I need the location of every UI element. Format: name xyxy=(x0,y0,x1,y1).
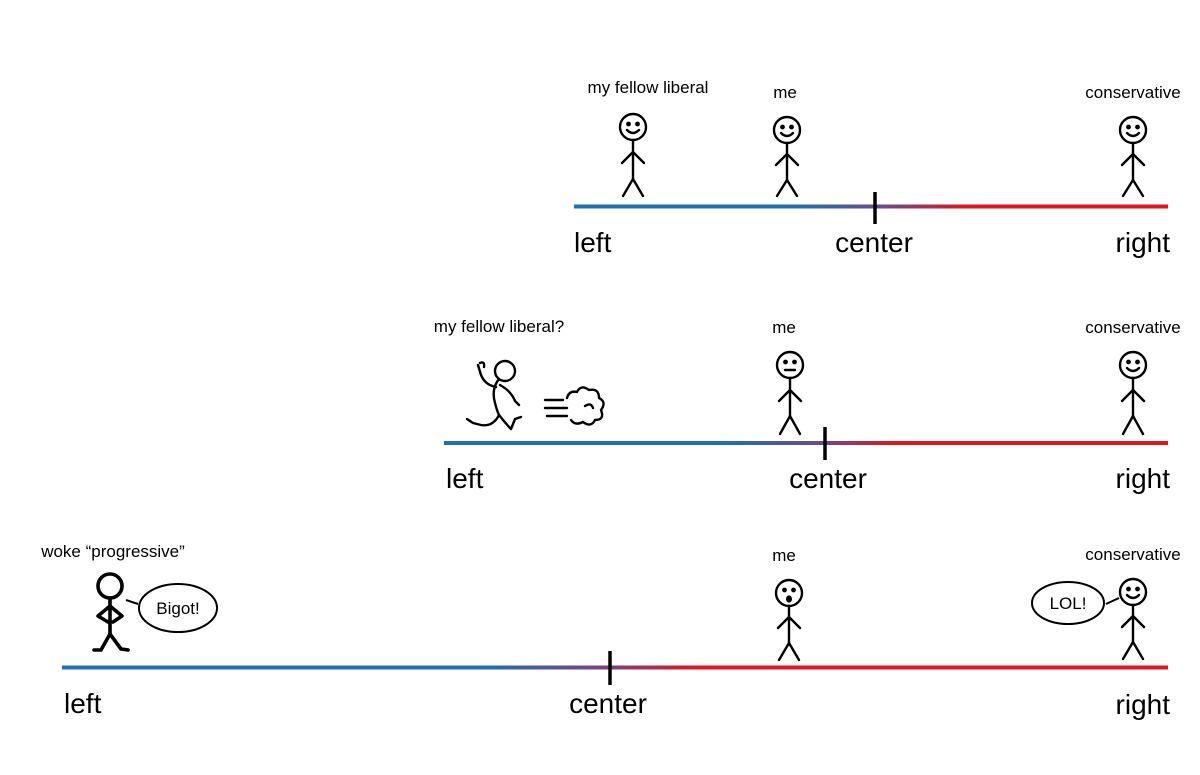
figure-label-conservative: conservative xyxy=(1085,318,1180,337)
axis-label-center: center xyxy=(569,688,647,719)
figure-label-conservative: conservative xyxy=(1085,545,1180,564)
smiling-stick-figure-icon xyxy=(1118,577,1148,661)
angry-stick-figure-icon xyxy=(92,572,130,652)
smiling-stick-figure-icon xyxy=(1118,350,1148,436)
speech-text-liberal: Bigot! xyxy=(156,599,199,618)
figure-label-me: me xyxy=(773,83,797,102)
scene-3: left center right woke “progressive” me … xyxy=(40,542,1181,720)
smiling-stick-figure-icon xyxy=(618,112,648,198)
axis-label-center: center xyxy=(835,227,913,258)
spectrum-line xyxy=(444,441,1168,445)
axis-label-right: right xyxy=(1116,463,1171,494)
figure-label-conservative: conservative xyxy=(1085,83,1180,102)
spectrum-line xyxy=(574,204,1168,209)
axis-label-left: left xyxy=(574,227,612,258)
figure-label-liberal: my fellow liberal xyxy=(588,78,709,97)
speech-tail xyxy=(1105,597,1120,605)
figure-label-liberal: woke “progressive” xyxy=(40,542,185,561)
spectrum-line xyxy=(62,665,1168,670)
axis-label-right: right xyxy=(1116,689,1171,720)
neutral-stick-figure-icon xyxy=(775,350,805,436)
axis-label-left: left xyxy=(64,688,102,719)
scene-1: left center right my fellow liberal me c… xyxy=(574,78,1181,258)
dust-cloud-icon xyxy=(543,386,605,426)
figure-label-me: me xyxy=(772,318,796,337)
axis-label-left: left xyxy=(446,463,484,494)
speech-bubble-icon: Bigot! xyxy=(138,583,218,633)
running-stick-figure-icon xyxy=(465,359,523,431)
figure-label-liberal: my fellow liberal? xyxy=(434,317,564,336)
figure-label-me: me xyxy=(772,546,796,565)
axis-label-right: right xyxy=(1116,227,1171,258)
speech-tail xyxy=(125,599,139,605)
axis-label-center: center xyxy=(789,463,867,494)
surprised-stick-figure-icon xyxy=(774,578,804,662)
smiling-stick-figure-icon xyxy=(772,115,802,198)
speech-text-conservative: LOL! xyxy=(1050,594,1087,613)
scene-2: left center right my fellow liberal? me … xyxy=(434,317,1181,494)
smiling-stick-figure-icon xyxy=(1118,115,1148,198)
speech-bubble-icon: LOL! xyxy=(1031,581,1105,625)
